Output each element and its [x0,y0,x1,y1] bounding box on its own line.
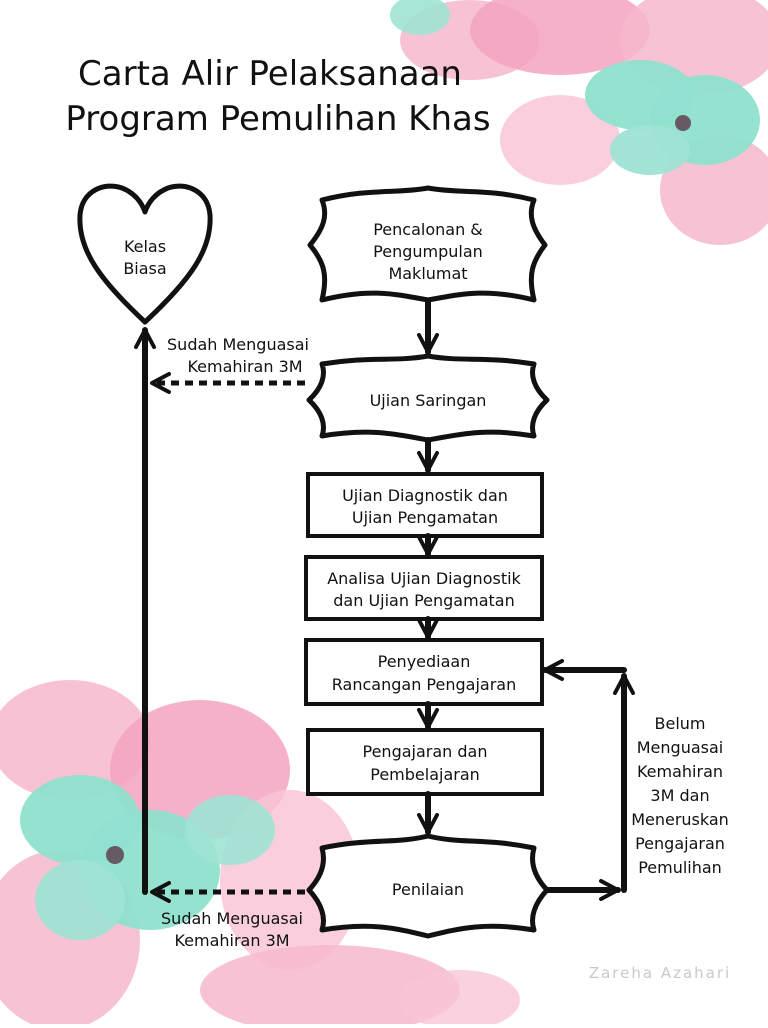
dotted-arrows [150,372,305,903]
node-pengajaran-line-1: Pengajaran dan [363,742,488,761]
label-not-mastered-line-4: 3M dan [650,786,709,805]
node-kelas-biasa-line-2: Biasa [123,259,166,278]
diagram-title-line-1: Carta Alir Pelaksanaan [78,54,462,94]
node-penyediaan-line-2: Rancangan Pengajaran [332,675,516,694]
node-ujian-diagnostik-line-1: Ujian Diagnostik dan [342,486,508,505]
node-analisa: Analisa Ujian Diagnostik dan Ujian Penga… [304,555,544,621]
label-top-mastered-line-1: Sudah Menguasai [167,335,309,354]
node-analisa-line-2: dan Ujian Pengamatan [333,591,514,610]
diagram-title-line-2: Program Pemulihan Khas [65,99,490,139]
node-kelas-biasa-line-1: Kelas [124,237,166,256]
node-pengajaran-line-2: Pembelajaran [370,765,480,784]
node-ujian-diagnostik-line-2: Ujian Pengamatan [352,508,498,527]
node-ujian-saringan-label: Ujian Saringan [370,391,487,410]
label-bottom-mastered-line-1: Sudah Menguasai [161,909,303,928]
loop-back-to-penyediaan [542,659,635,901]
label-not-mastered-line-6: Pengajaran [635,834,725,853]
watermark: Zareha Azahari [589,964,731,982]
node-ujian-diagnostik: Ujian Diagnostik dan Ujian Pengamatan [306,472,544,538]
node-analisa-line-1: Analisa Ujian Diagnostik [327,569,521,588]
node-pengajaran: Pengajaran dan Pembelajaran [306,728,544,796]
node-pencalonan-line-1: Pencalonan & [373,220,483,239]
label-not-mastered: Belum Menguasai Kemahiran 3M dan Menerus… [631,714,729,877]
node-penilaian: Penilaian [306,833,550,939]
node-pencalonan-line-3: Maklumat [388,264,467,283]
node-pencalonan-line-2: Pengumpulan [373,242,483,261]
label-not-mastered-line-1: Belum [655,714,706,733]
flower-decoration-top-right [390,0,768,245]
node-penilaian-label: Penilaian [392,880,464,899]
label-not-mastered-line-5: Meneruskan [631,810,729,829]
node-pencalonan: Pencalonan & Pengumpulan Maklumat [307,185,548,303]
node-penyediaan: Penyediaan Rancangan Pengajaran [304,638,544,706]
label-not-mastered-line-2: Menguasai [637,738,723,757]
node-kelas-biasa: Kelas Biasa [77,183,213,325]
label-top-mastered-line-2: Kemahiran 3M [187,357,302,376]
label-not-mastered-line-7: Pemulihan [638,858,722,877]
label-bottom-mastered-line-2: Kemahiran 3M [174,931,289,950]
node-penyediaan-line-1: Penyediaan [378,652,471,671]
label-not-mastered-line-3: Kemahiran [637,762,723,781]
node-ujian-saringan: Ujian Saringan [306,353,550,443]
